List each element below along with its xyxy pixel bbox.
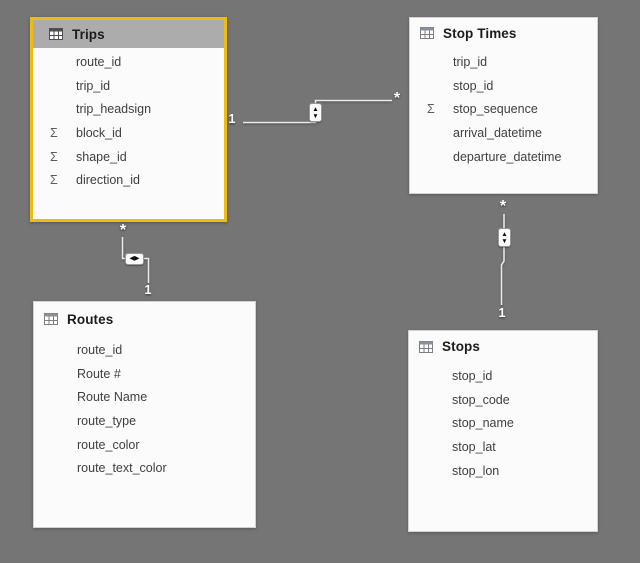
field-name: shape_id: [76, 149, 127, 164]
field-name: stop_name: [452, 416, 514, 431]
table-header-trips[interactable]: Trips: [33, 20, 224, 48]
field-row[interactable]: departure_datetime: [410, 145, 597, 169]
table-icon: [44, 313, 58, 325]
field-row[interactable]: route_id: [33, 50, 224, 74]
arrow-right-icon: ▶: [134, 255, 140, 262]
field-name: route_id: [77, 342, 123, 357]
cross-filter-both-icon[interactable]: ▲ ▼: [309, 103, 322, 122]
table-icon: [420, 27, 434, 39]
table-title: Stop Times: [443, 25, 517, 41]
field-name: Route #: [77, 366, 121, 381]
field-name: route_id: [76, 54, 122, 69]
arrow-left-icon: ◀: [129, 255, 135, 262]
field-row[interactable]: route_text_color: [34, 456, 255, 480]
cardinality-one-label: 1: [144, 283, 152, 297]
field-row[interactable]: Route #: [34, 362, 255, 386]
cross-filter-both-icon[interactable]: ◀ ▶: [125, 253, 144, 265]
field-name: stop_lat: [452, 439, 496, 454]
field-row[interactable]: stop_lat: [409, 435, 597, 459]
field-row[interactable]: trip_headsign: [33, 97, 224, 121]
table-header-routes[interactable]: Routes: [34, 302, 255, 336]
field-name: stop_sequence: [453, 102, 538, 117]
field-name: Route Name: [77, 390, 148, 405]
field-row[interactable]: stop_name: [409, 411, 597, 435]
field-name: trip_id: [76, 78, 111, 93]
field-name: trip_headsign: [76, 102, 152, 117]
table-title: Routes: [67, 311, 114, 327]
field-name: block_id: [76, 125, 122, 140]
field-row[interactable]: arrival_datetime: [410, 121, 597, 145]
field-name: stop_id: [453, 78, 494, 93]
field-name: departure_datetime: [453, 149, 562, 164]
field-name: arrival_datetime: [453, 125, 542, 140]
field-name: trip_id: [453, 54, 488, 69]
field-name: stop_code: [452, 392, 510, 407]
table-header-stop-times[interactable]: Stop Times: [410, 18, 597, 48]
field-name: direction_id: [76, 173, 140, 188]
cardinality-many-label: *: [499, 198, 507, 215]
field-row[interactable]: route_id: [34, 338, 255, 362]
field-row[interactable]: stop_code: [409, 388, 597, 412]
sigma-icon: Σ: [50, 149, 58, 164]
field-name: route_text_color: [77, 461, 167, 476]
table-title: Stops: [442, 339, 481, 354]
arrow-down-icon: ▼: [501, 237, 508, 245]
table-title: Trips: [72, 26, 105, 42]
field-name: route_type: [77, 413, 137, 428]
field-name: route_color: [77, 437, 140, 452]
sigma-icon: Σ: [50, 173, 58, 188]
field-row[interactable]: stop_id: [410, 74, 597, 98]
cardinality-one-label: 1: [498, 306, 506, 320]
cross-filter-both-icon[interactable]: ▲ ▼: [498, 228, 511, 247]
field-row[interactable]: Route Name: [34, 385, 255, 409]
sigma-icon: Σ: [427, 102, 435, 117]
field-row[interactable]: trip_id: [410, 50, 597, 74]
field-row[interactable]: route_type: [34, 409, 255, 433]
table-header-stops[interactable]: Stops: [409, 331, 597, 362]
cardinality-many-label: *: [393, 90, 401, 107]
table-icon: [49, 28, 63, 40]
cardinality-one-label: 1: [228, 112, 236, 126]
field-row[interactable]: stop_id: [409, 364, 597, 388]
field-row[interactable]: trip_id: [33, 74, 224, 98]
cardinality-many-label: *: [119, 222, 127, 239]
field-row[interactable]: route_color: [34, 433, 255, 457]
sigma-icon: Σ: [50, 125, 58, 140]
table-icon: [419, 340, 433, 353]
field-list: stop_id stop_code stop_name stop_lat stop_lo…: [409, 362, 597, 482]
arrow-up-icon: ▲: [501, 230, 508, 238]
arrow-up-icon: ▲: [312, 105, 319, 113]
field-row[interactable]: stop_lon: [409, 459, 597, 483]
field-name: stop_lon: [452, 463, 500, 478]
field-name: stop_id: [452, 368, 493, 383]
arrow-down-icon: ▼: [312, 112, 319, 120]
